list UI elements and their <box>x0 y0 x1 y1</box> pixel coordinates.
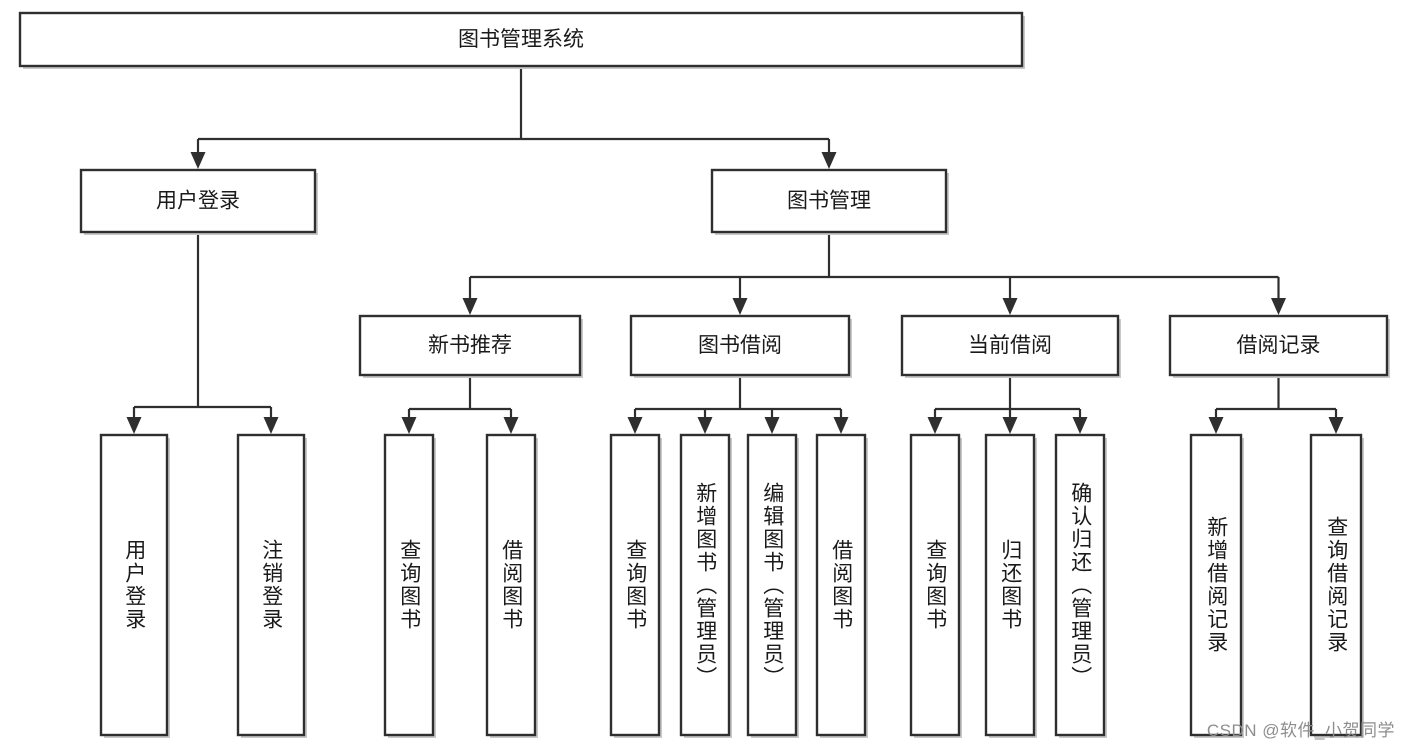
arrow-head <box>190 152 206 169</box>
node-label-n-new-book-rec: 新书推荐 <box>428 334 512 357</box>
arrow-head <box>462 298 478 315</box>
arrow-head <box>1208 417 1224 434</box>
arrow-head <box>1002 417 1018 434</box>
arrow-head <box>833 417 849 434</box>
node-label-n-book-borrow: 图书借阅 <box>698 334 782 357</box>
arrow-head <box>927 417 943 434</box>
node-box-n-user-login-1[interactable] <box>99 433 169 737</box>
node-label-n-current-borrow: 当前借阅 <box>968 334 1052 357</box>
node-box-root[interactable] <box>18 11 1024 68</box>
node-box-n-nbr-1[interactable] <box>383 433 435 737</box>
arrow-head <box>764 417 780 434</box>
arrow-head <box>697 417 713 434</box>
node-box-n-new-book-rec[interactable] <box>358 314 582 377</box>
arrow-head <box>1002 298 1018 315</box>
node-label-n-book-mgmt: 图书管理 <box>787 190 871 213</box>
node-box-n-bb-1[interactable] <box>609 433 661 737</box>
edge-layer <box>126 66 1344 434</box>
node-label-n-borrow-record: 借阅记录 <box>1237 334 1321 357</box>
node-box-n-cb-1[interactable] <box>909 433 961 737</box>
node-box-n-bb-2[interactable] <box>679 433 731 737</box>
node-box-n-book-mgmt[interactable] <box>710 168 948 234</box>
node-box-n-nbr-2[interactable] <box>485 433 537 737</box>
arrow-head <box>126 417 142 434</box>
node-box-n-user-login-2[interactable] <box>236 433 306 737</box>
node-box-n-current-borrow[interactable] <box>900 314 1120 377</box>
arrow-head <box>1328 417 1344 434</box>
node-box-n-br-1[interactable] <box>1189 433 1243 737</box>
node-box-n-cb-2[interactable] <box>984 433 1036 737</box>
arrow-head <box>503 417 519 434</box>
arrow-head <box>1072 417 1088 434</box>
arrow-head <box>732 298 748 315</box>
node-box-n-book-borrow[interactable] <box>629 314 851 377</box>
node-label-root: 图书管理系统 <box>458 28 584 51</box>
arrow-head <box>627 417 643 434</box>
arrow-head <box>263 417 279 434</box>
node-box-n-borrow-record[interactable] <box>1168 314 1389 377</box>
arrow-head <box>1271 298 1286 315</box>
node-box-n-user-login[interactable] <box>79 168 317 234</box>
csdn-watermark: CSDN @软件_小贺同学 <box>1206 721 1395 740</box>
node-box-n-bb-3[interactable] <box>746 433 798 737</box>
arrow-head <box>401 417 417 434</box>
node-label-n-user-login: 用户登录 <box>156 190 240 213</box>
node-box-n-bb-4[interactable] <box>815 433 867 737</box>
node-box-n-br-2[interactable] <box>1309 433 1363 737</box>
node-box-layer <box>18 11 1390 738</box>
arrow-head <box>821 152 837 169</box>
node-box-n-cb-3[interactable] <box>1054 433 1106 737</box>
